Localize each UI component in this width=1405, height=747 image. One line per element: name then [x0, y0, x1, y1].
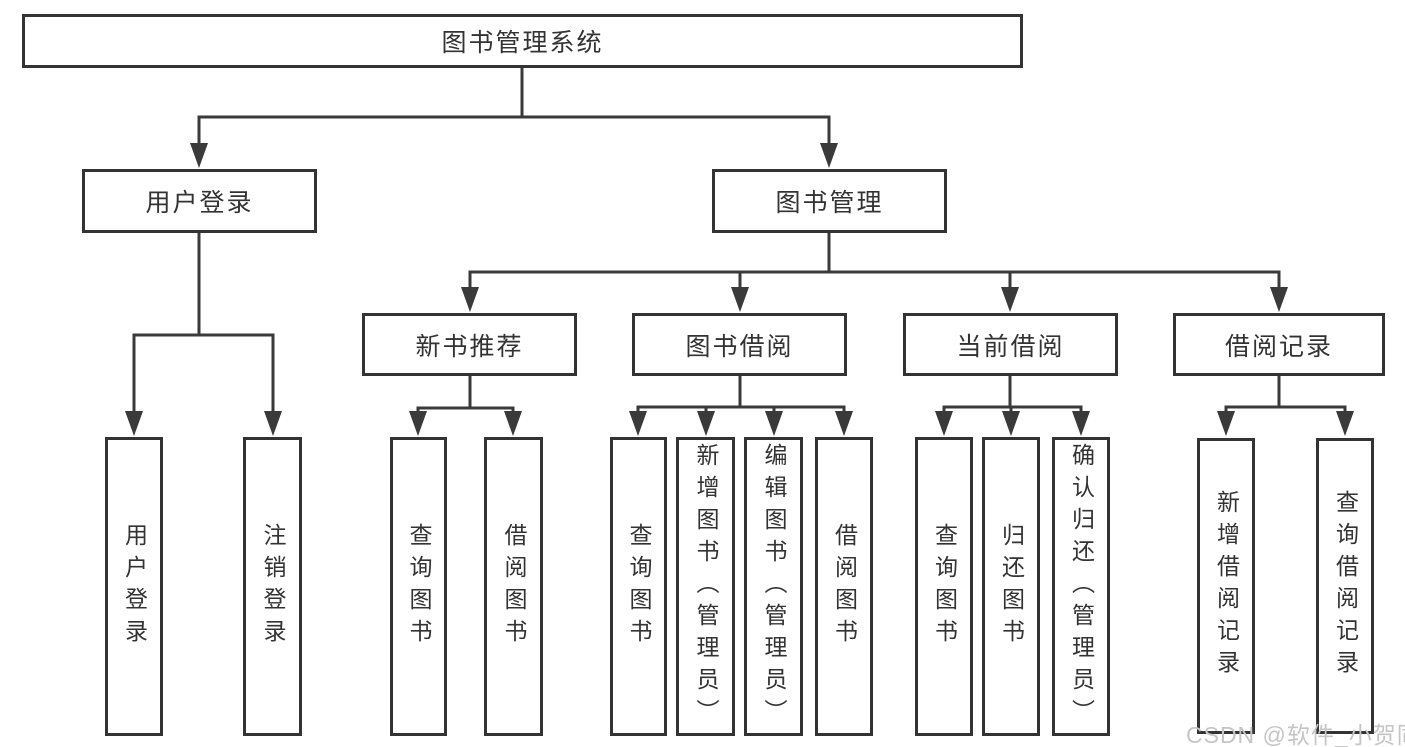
- node-book-management: 图书管理: [712, 169, 947, 233]
- node-label: 图书管理系统: [441, 29, 604, 57]
- node-label: 新书推荐: [415, 332, 524, 361]
- leaf-return-book: 归还图书: [982, 437, 1040, 736]
- leaf-logout: 注销登录: [243, 437, 302, 736]
- node-label: 图书借阅: [685, 332, 794, 361]
- node-book-borrow: 图书借阅: [632, 313, 847, 376]
- leaf-query-borrow-record: 查询借阅记录: [1316, 438, 1374, 734]
- leaf-label: 查询图书: [406, 522, 432, 651]
- leaf-label: 查询图书: [626, 522, 652, 651]
- leaf-label: 确认归还（管理员）: [1068, 442, 1095, 731]
- node-borrow-records: 借阅记录: [1173, 313, 1385, 376]
- node-label: 借阅记录: [1224, 332, 1333, 361]
- leaf-borrow-book: 借阅图书: [815, 437, 873, 736]
- node-library-management-system: 图书管理系统: [22, 14, 1023, 68]
- leaf-label: 查询借阅记录: [1332, 490, 1359, 682]
- leaf-label: 新增图书（管理员）: [693, 442, 719, 731]
- leaf-edit-book-admin: 编辑图书（管理员）: [744, 437, 803, 736]
- leaf-user-login: 用户登录: [105, 437, 163, 736]
- leaf-label: 用户登录: [121, 522, 148, 651]
- node-label: 图书管理: [775, 189, 884, 217]
- node-user-login: 用户登录: [82, 169, 317, 233]
- leaf-label: 借阅图书: [501, 522, 527, 651]
- node-current-borrow: 当前借阅: [903, 313, 1118, 376]
- node-label: 当前借阅: [956, 332, 1065, 361]
- leaf-label: 查询图书: [931, 522, 958, 651]
- leaf-label: 借阅图书: [831, 522, 858, 651]
- leaf-query-books-recommend: 查询图书: [390, 437, 447, 736]
- leaf-add-borrow-record: 新增借阅记录: [1197, 438, 1255, 734]
- leaf-label: 归还图书: [998, 522, 1025, 651]
- watermark: CSDN @软件_小贺同学: [1186, 722, 1405, 747]
- leaf-label: 编辑图书（管理员）: [761, 442, 787, 731]
- arrowheads: [125, 143, 1354, 436]
- leaf-query-books-current: 查询图书: [915, 437, 973, 736]
- leaf-borrow-books-recommend: 借阅图书: [484, 437, 543, 736]
- leaf-label: 注销登录: [260, 522, 286, 651]
- node-new-book-recommend: 新书推荐: [362, 313, 577, 376]
- leaf-confirm-return-admin: 确认归还（管理员）: [1052, 437, 1110, 736]
- node-label: 用户登录: [145, 189, 254, 217]
- leaf-query-books-borrow: 查询图书: [610, 437, 667, 736]
- leaf-add-book-admin: 新增图书（管理员）: [676, 437, 735, 736]
- leaf-label: 新增借阅记录: [1213, 490, 1240, 682]
